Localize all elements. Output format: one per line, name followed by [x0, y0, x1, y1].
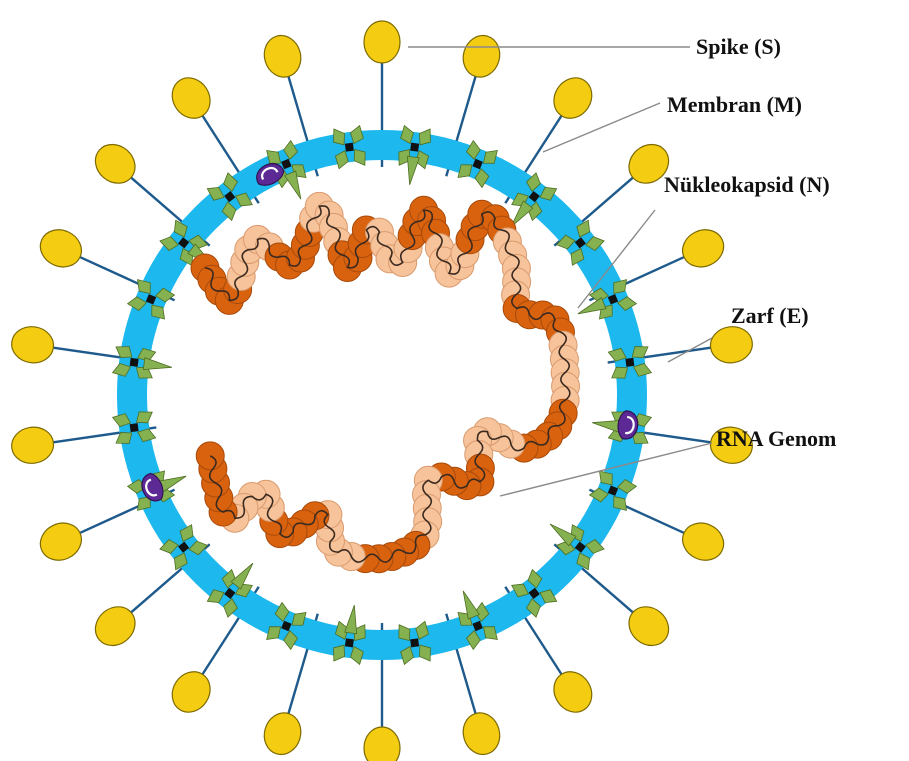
- spike-head: [263, 34, 302, 78]
- spike-head: [462, 712, 501, 756]
- spike-head: [171, 671, 211, 713]
- label-nucleocapsid: Nükleokapsid (N): [664, 172, 830, 197]
- membrane-protein: [510, 172, 558, 228]
- spike-head: [11, 326, 55, 364]
- spike-head: [39, 229, 83, 268]
- envelope-protein: [617, 410, 639, 440]
- membrane-ring: [117, 130, 647, 660]
- label-genome: RNA Genom: [716, 426, 836, 451]
- spike-head: [462, 34, 501, 78]
- membrane-protein: [333, 124, 366, 170]
- membrane-protein: [555, 219, 605, 266]
- membrane-protein: [111, 346, 172, 379]
- membrane-protein: [457, 590, 498, 651]
- membrane-protein: [511, 568, 558, 618]
- membrane-protein: [159, 219, 215, 267]
- spike-head: [263, 712, 302, 756]
- membrane-protein: [398, 620, 431, 666]
- membrane-protein: [206, 172, 253, 222]
- spike-head: [681, 229, 725, 268]
- leader-line-nucleocapsid: [577, 209, 656, 309]
- spike-head: [709, 426, 753, 464]
- spike-protein: [94, 543, 211, 647]
- envelope-proteins: [141, 163, 639, 502]
- label-spike: Spike (S): [696, 34, 781, 59]
- membrane-protein: [398, 124, 431, 185]
- label-membrane: Membran (M): [667, 92, 802, 117]
- label-envelope: Zarf (E): [731, 303, 809, 328]
- spike-proteins: [11, 20, 753, 761]
- membrane-protein: [588, 470, 638, 511]
- rna-genome: [190, 191, 581, 574]
- spike-head: [628, 606, 670, 647]
- leader-line-genome: [499, 442, 713, 497]
- spike-head: [171, 77, 211, 119]
- spike-head: [363, 726, 401, 761]
- membrane-protein: [549, 523, 605, 571]
- membrane-protein: [457, 139, 498, 189]
- membrane-proteins: [111, 124, 653, 666]
- leader-line-envelope: [667, 337, 713, 363]
- membrane-protein: [577, 279, 638, 320]
- envelope-protein: [141, 472, 164, 502]
- envelope-protein: [256, 163, 285, 186]
- membrane-protein: [111, 411, 157, 444]
- spike-head: [39, 522, 83, 561]
- membrane-protein: [159, 524, 209, 571]
- spike-head: [681, 522, 725, 561]
- leader-line-membrane: [542, 102, 661, 153]
- spike-head: [94, 606, 136, 647]
- spike-head: [94, 143, 136, 184]
- spike-head: [553, 671, 593, 713]
- spike-head: [628, 143, 670, 184]
- spike-head: [11, 426, 55, 464]
- spike-head: [553, 77, 593, 119]
- membrane-protein: [126, 279, 176, 320]
- spike-head: [363, 20, 401, 64]
- spike-protein: [363, 623, 401, 761]
- rna-strand: [204, 205, 571, 563]
- membrane-protein: [266, 601, 307, 651]
- spike-head: [709, 326, 753, 364]
- membrane-protein: [333, 605, 366, 666]
- membrane-protein: [607, 346, 653, 379]
- leader-lines: [408, 46, 713, 497]
- membrane-protein: [206, 562, 254, 618]
